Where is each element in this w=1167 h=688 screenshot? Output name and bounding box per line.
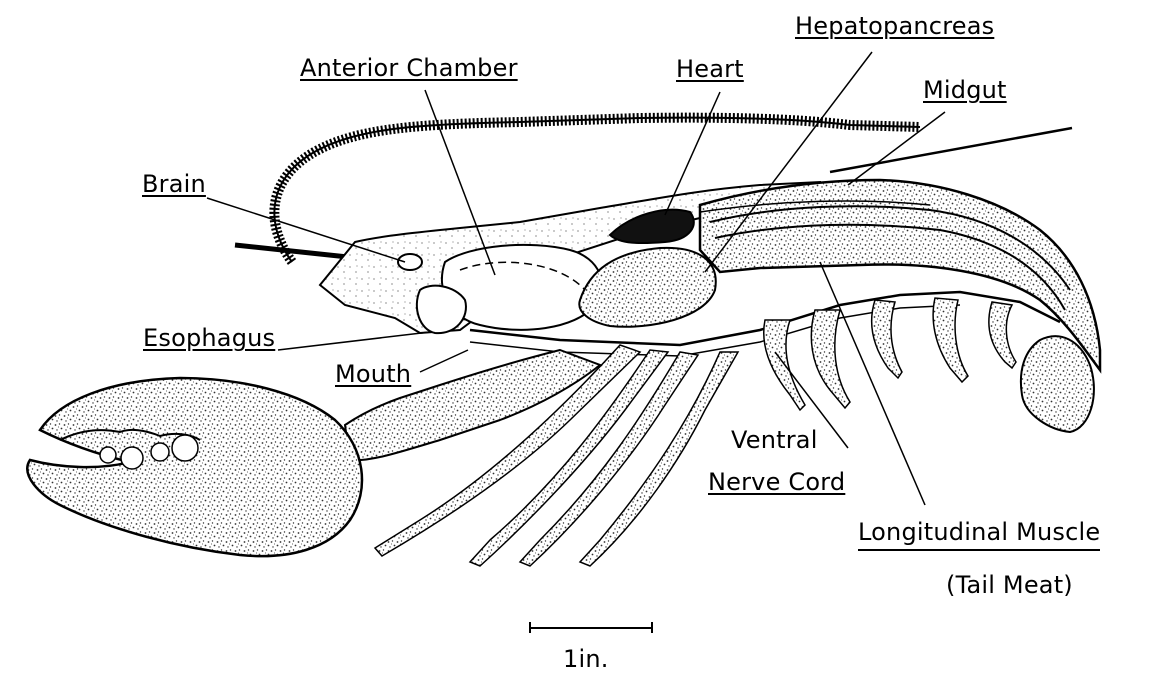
claw: [27, 378, 362, 556]
swimmeret-5: [989, 302, 1016, 368]
label-brain: Brain: [142, 172, 206, 197]
swimmeret-2: [811, 310, 850, 408]
label-nerve-cord: Nerve Cord: [708, 470, 845, 495]
esophagus-organ: [417, 286, 466, 333]
label-esophagus: Esophagus: [143, 326, 275, 351]
anterior-chamber-organ: [442, 245, 602, 330]
tail-fan: [1021, 336, 1094, 432]
label-ventral: Ventral: [731, 428, 818, 453]
leader-midgut: [848, 112, 945, 185]
label-anterior-chamber: Anterior Chamber: [300, 56, 518, 81]
hepatopancreas-organ: [579, 248, 715, 327]
label-midgut: Midgut: [923, 78, 1007, 103]
label-tail-meat: (Tail Meat): [946, 573, 1073, 598]
leader-mouth: [420, 350, 468, 372]
swimmeret-3: [872, 300, 902, 378]
label-hepatopancreas: Hepatopancreas: [795, 14, 994, 39]
brain-organ: [398, 254, 422, 270]
scale-bar: [530, 622, 652, 633]
swimmeret-4: [933, 298, 968, 382]
label-heart: Heart: [676, 57, 744, 82]
antenna: [830, 128, 1072, 172]
scale-bar-label: 1in.: [563, 647, 609, 672]
leader-esophagus: [278, 332, 430, 350]
label-mouth: Mouth: [335, 362, 411, 387]
label-longitudinal-muscle: Longitudinal Muscle: [858, 520, 1100, 551]
